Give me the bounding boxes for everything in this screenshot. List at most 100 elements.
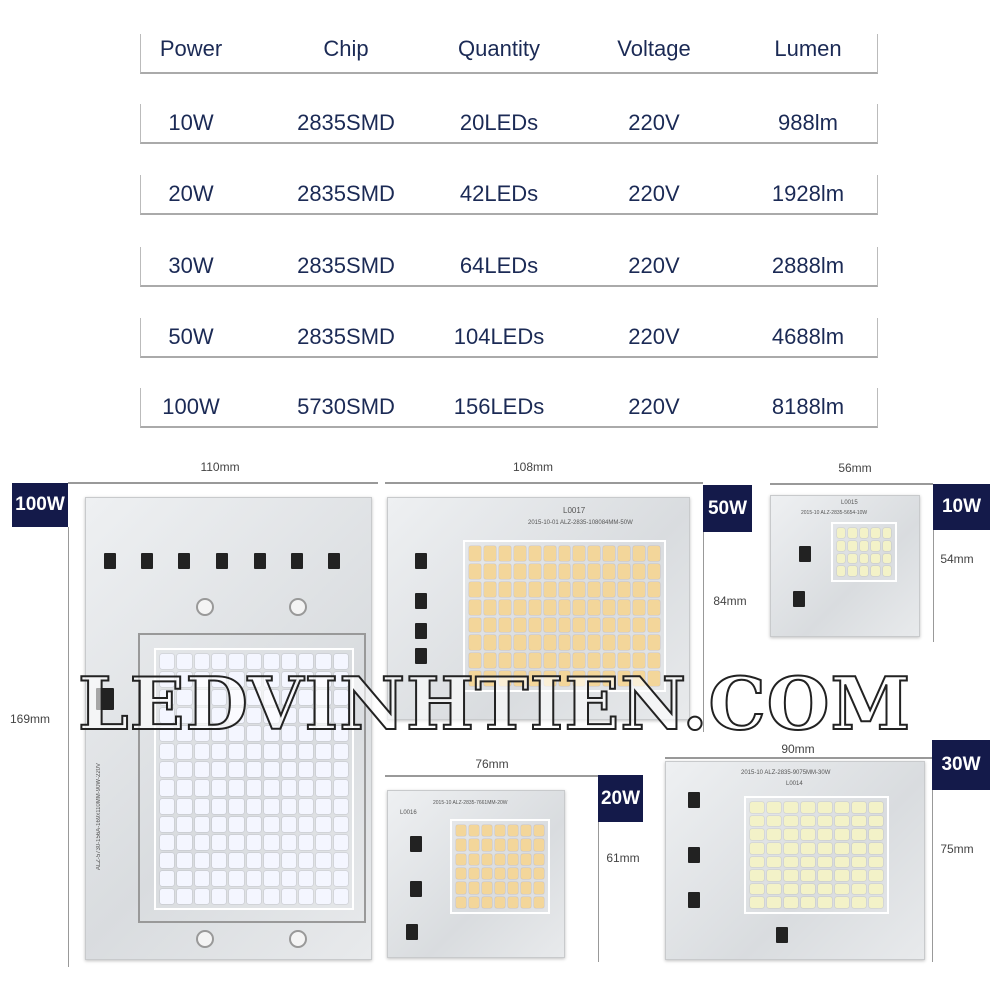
led xyxy=(469,653,481,669)
led xyxy=(469,617,481,633)
led xyxy=(212,672,227,688)
dim-height-100w: 169mm xyxy=(9,712,51,726)
led xyxy=(333,816,348,832)
cell-voltage: 220V xyxy=(628,181,680,206)
led xyxy=(837,540,846,551)
led xyxy=(859,528,869,538)
led xyxy=(750,842,764,854)
led xyxy=(871,540,880,551)
led xyxy=(456,825,466,837)
led xyxy=(767,815,781,827)
led xyxy=(618,635,631,651)
led xyxy=(528,563,541,579)
led xyxy=(750,870,764,881)
dim-width-20w: 76mm xyxy=(475,757,509,771)
led xyxy=(852,856,866,868)
led xyxy=(246,708,262,724)
led xyxy=(333,798,348,814)
led xyxy=(521,882,531,894)
board-print-100w: ALZ-5730-156A-169x110MM-90W-220V xyxy=(96,763,102,871)
led xyxy=(469,563,481,579)
led xyxy=(229,780,244,796)
led xyxy=(852,883,866,895)
led xyxy=(456,867,466,880)
led xyxy=(543,546,556,561)
led xyxy=(513,617,526,633)
led xyxy=(333,708,348,724)
led xyxy=(558,617,571,633)
led xyxy=(558,653,571,669)
led xyxy=(750,829,764,840)
led xyxy=(852,802,866,813)
led xyxy=(264,654,279,670)
led xyxy=(246,888,262,904)
led xyxy=(229,672,244,688)
led xyxy=(194,726,210,742)
led xyxy=(469,581,481,597)
led xyxy=(177,798,192,814)
led xyxy=(333,726,348,742)
led xyxy=(469,882,479,894)
led xyxy=(264,762,279,778)
led xyxy=(852,815,866,827)
led xyxy=(229,762,244,778)
led xyxy=(194,852,210,868)
led xyxy=(498,671,511,686)
cell-chip: 2835SMD xyxy=(297,181,395,206)
led xyxy=(316,816,331,832)
header-voltage: Voltage xyxy=(617,36,691,61)
led xyxy=(333,762,348,778)
led xyxy=(177,852,192,868)
led xyxy=(212,888,227,904)
led xyxy=(498,546,511,561)
led xyxy=(264,726,279,742)
led xyxy=(177,672,192,688)
led xyxy=(246,726,262,742)
led xyxy=(177,726,192,742)
led xyxy=(801,883,815,895)
led xyxy=(521,896,531,908)
board-code-50w: L0017 xyxy=(563,506,586,515)
led xyxy=(194,798,210,814)
led xyxy=(869,815,883,827)
dim-height-30w: 75mm xyxy=(940,842,974,856)
led xyxy=(852,897,866,908)
led xyxy=(784,802,798,813)
led xyxy=(508,896,518,908)
led xyxy=(588,617,601,633)
led xyxy=(469,546,481,561)
led xyxy=(835,842,849,854)
dim-width-50w: 108mm xyxy=(512,460,554,474)
led xyxy=(212,726,227,742)
led xyxy=(194,672,210,688)
led xyxy=(573,599,586,615)
led xyxy=(495,825,505,837)
led xyxy=(177,654,192,670)
led xyxy=(543,671,556,686)
led xyxy=(281,690,296,706)
led xyxy=(784,897,798,908)
led xyxy=(483,563,496,579)
dim-height-50w: 84mm xyxy=(713,594,747,608)
dim-width-100w: 110mm xyxy=(200,460,240,474)
led xyxy=(177,834,192,850)
led xyxy=(852,829,866,840)
led xyxy=(784,829,798,840)
led xyxy=(246,852,262,868)
led xyxy=(212,798,227,814)
led xyxy=(573,581,586,597)
led xyxy=(264,852,279,868)
led xyxy=(543,599,556,615)
led xyxy=(588,546,601,561)
led xyxy=(246,780,262,796)
led xyxy=(482,839,492,851)
led xyxy=(298,708,314,724)
led xyxy=(246,690,262,706)
led xyxy=(633,671,646,686)
led xyxy=(871,528,880,538)
led-grid xyxy=(463,540,666,692)
led xyxy=(316,708,331,724)
led xyxy=(784,883,798,895)
led xyxy=(160,816,175,832)
